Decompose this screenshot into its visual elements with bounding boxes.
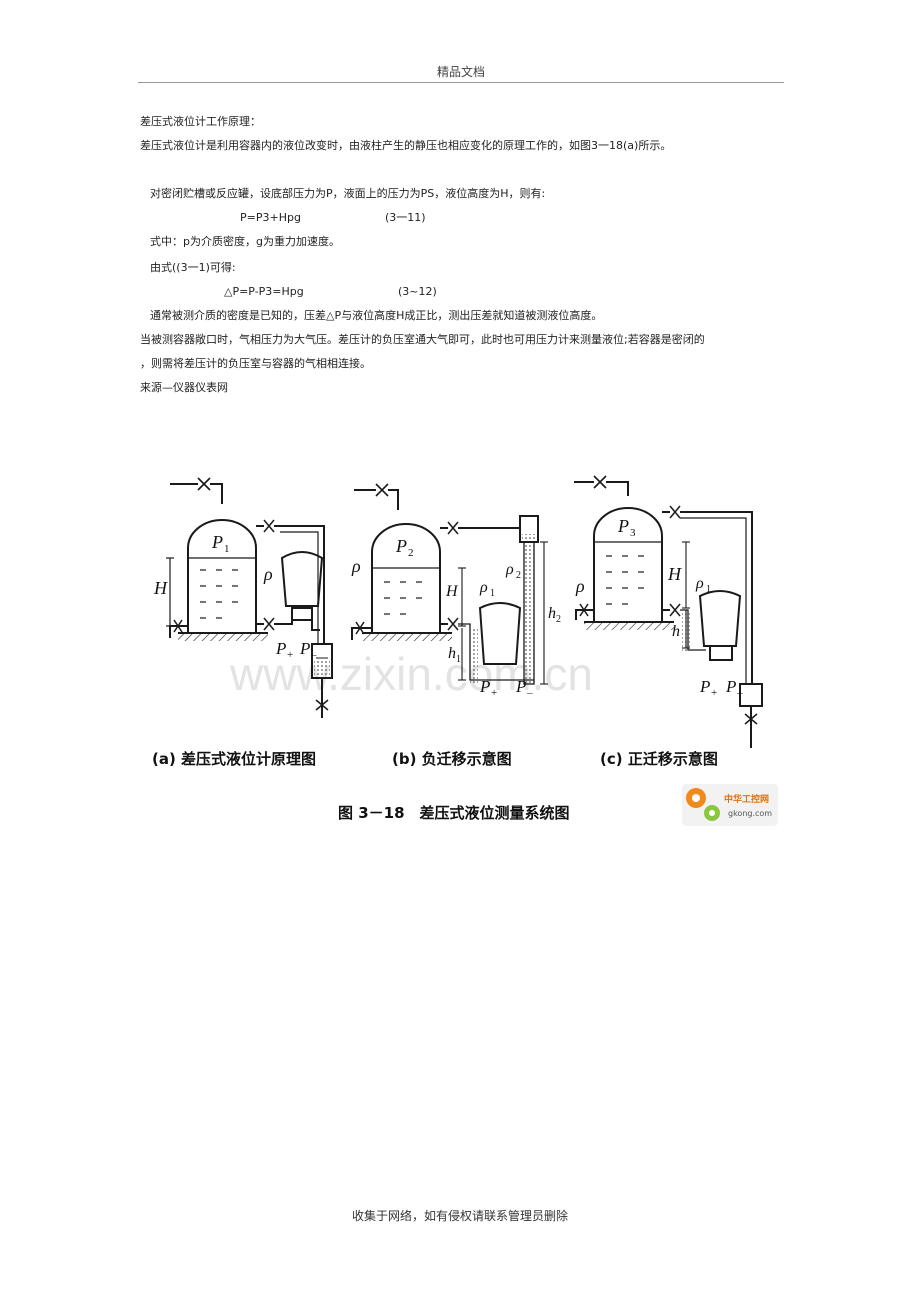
label-Pminus: P <box>299 639 310 658</box>
label-Pplus-sub: + <box>491 687 497 699</box>
label-rho: ρ <box>575 576 585 596</box>
label-h2: h <box>548 605 556 622</box>
header-title: 精品文档 <box>436 65 485 79</box>
label-h1-sub: 1 <box>456 654 461 665</box>
label-Pplus: P <box>699 677 710 696</box>
diagram-a: P 1 H ρ P + P – <box>153 477 333 718</box>
figure-drawing: www.zixin.com.cn <box>152 475 778 826</box>
label-Pminus-sub: – <box>526 687 533 699</box>
gkong-logo: 中华工控网 gkong.com <box>682 784 778 826</box>
label-rho: ρ <box>351 556 361 576</box>
label-P1-sub: 1 <box>224 543 230 555</box>
label-rho2: ρ <box>505 561 514 578</box>
label-Pminus-sub: – <box>310 649 317 661</box>
label-Pplus-sub: + <box>711 687 717 699</box>
label-Pminus: P <box>725 677 736 696</box>
paragraph-line: 对密闭贮槽或反应罐，设底部压力为P，液面上的压力为PS，液位高度为H，则有: <box>150 187 546 200</box>
equation-3-11: P=P3+Hpg <box>240 211 301 224</box>
paragraph-line: 当被测容器敞口时，气相压力为大气压。差压计的负压室通大气即可，此时也可用压力计来… <box>140 333 705 346</box>
logo-en: gkong.com <box>728 809 772 818</box>
label-h2-sub: 2 <box>556 614 561 625</box>
caption-a: (a) 差压式液位计原理图 <box>152 750 316 768</box>
gear-icon <box>686 788 720 821</box>
label-rho1-sub: 1 <box>490 588 495 599</box>
paragraph-line: 通常被测介质的密度是已知的，压差△P与液位高度H成正比，测出压差就知道被测液位高… <box>150 309 603 322</box>
source-line: 来源—仪器仪表网 <box>140 381 228 394</box>
diagram-b: P 2 H ρ ρ 1 ρ 2 h 1 h 2 P + P – <box>351 483 561 699</box>
equation-number: (3一11) <box>385 211 426 224</box>
figure-caption: 图 3－18 差压式液位测量系统图 <box>338 804 570 822</box>
label-Pminus: P <box>515 677 526 696</box>
equation-3-12: △P=P-P3=Hpg <box>224 285 304 298</box>
label-rho1: ρ <box>479 579 488 596</box>
label-H: H <box>445 583 459 600</box>
paragraph-line: 差压式液位计是利用容器内的液位改变时，由液柱产生的静压也相应变化的原理工作的，如… <box>140 139 672 152</box>
label-H: H <box>667 564 682 584</box>
label-rho2-sub: 2 <box>516 570 521 581</box>
label-Pplus: P <box>275 639 286 658</box>
caption-b: (b) 负迁移示意图 <box>392 750 512 768</box>
label-Pplus: P <box>479 677 490 696</box>
label-Pminus-sub: – <box>736 687 743 699</box>
label-P3-sub: 3 <box>630 527 636 539</box>
label-P1: P <box>211 532 223 552</box>
paragraph-line: 式中：p为介质密度，g为重力加速度。 <box>150 235 340 248</box>
logo-cn: 中华工控网 <box>724 793 769 805</box>
label-H: H <box>153 578 168 598</box>
label-P3: P <box>617 516 629 536</box>
figure-3-18: www.zixin.com.cn <box>140 448 790 848</box>
label-rho1-sub: 1 <box>706 584 711 595</box>
footer-text: 收集于网络，如有侵权请联系管理员删除 <box>351 1209 568 1223</box>
paragraph-heading: 差压式液位计工作原理： <box>140 115 261 128</box>
label-rho: ρ <box>263 564 273 584</box>
caption-c: (c) 正迁移示意图 <box>600 750 718 768</box>
label-h: h <box>672 623 680 640</box>
label-P2: P <box>395 536 407 556</box>
paragraph-line: 由式((3一1)可得: <box>150 261 236 274</box>
label-P2-sub: 2 <box>408 547 414 559</box>
paragraph-line: ，则需将差压计的负压室与容器的气相相连接。 <box>140 357 371 370</box>
label-rho1: ρ <box>695 575 704 592</box>
page-header: 精品文档 <box>138 62 784 83</box>
page-footer: 收集于网络，如有侵权请联系管理员删除 <box>0 1207 920 1224</box>
equation-number: (3~12) <box>398 285 437 298</box>
label-h1: h <box>448 645 456 662</box>
diagram-c: P 3 H ρ ρ 1 h P + P – <box>574 475 763 748</box>
label-Pplus-sub: + <box>287 649 293 661</box>
